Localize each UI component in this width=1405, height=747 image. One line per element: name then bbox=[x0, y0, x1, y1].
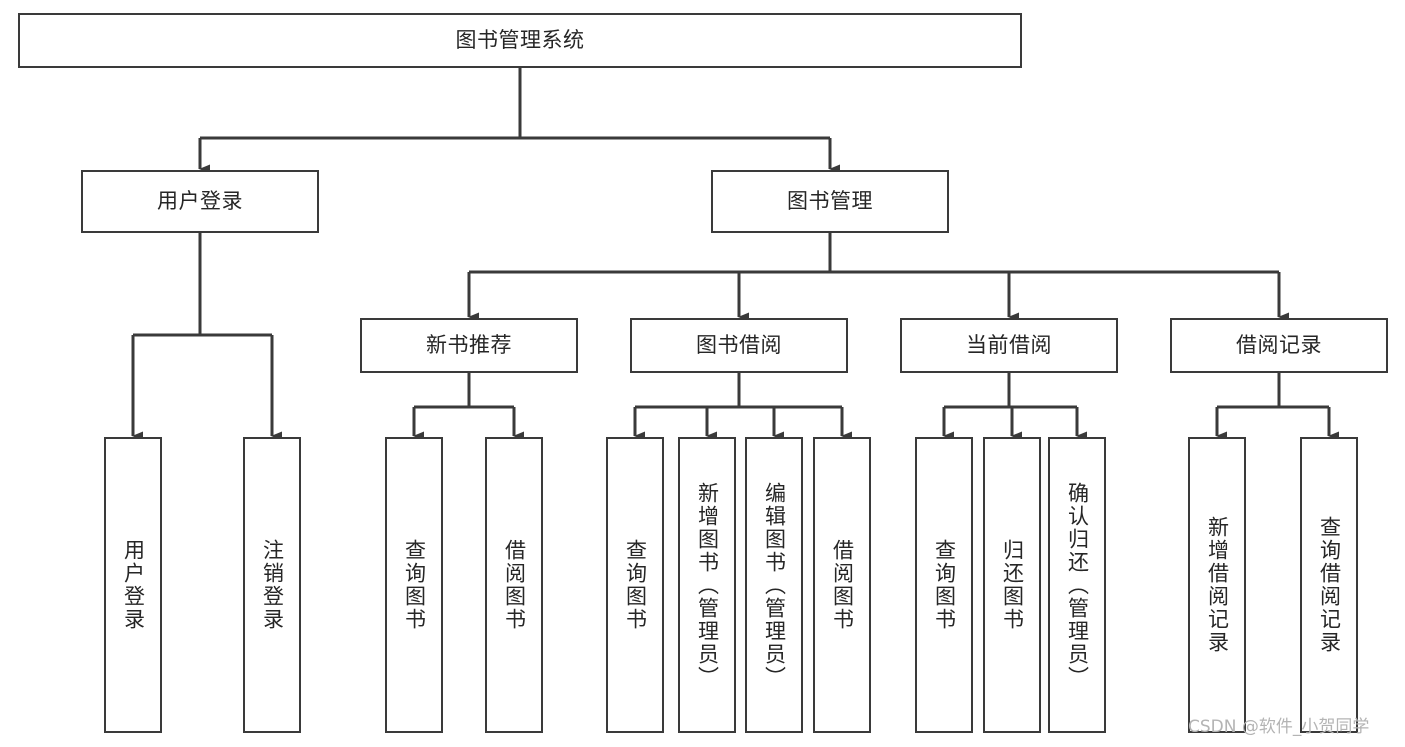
node-label: 用户登录 bbox=[121, 539, 146, 631]
node-leaf-user-login[interactable]: 用户登录 bbox=[104, 437, 162, 733]
node-label: 注销登录 bbox=[260, 539, 285, 631]
node-leaf-edit-book[interactable]: 编辑图书（管理员） bbox=[745, 437, 803, 733]
node-label: 归还图书 bbox=[1000, 539, 1025, 631]
node-label: 图书管理 bbox=[787, 189, 873, 214]
node-label: 新书推荐 bbox=[426, 333, 512, 358]
node-book-manage[interactable]: 图书管理 bbox=[711, 170, 949, 233]
node-label: 借阅记录 bbox=[1236, 333, 1322, 358]
node-leaf-add-record[interactable]: 新增借阅记录 bbox=[1188, 437, 1246, 733]
node-label: 用户登录 bbox=[157, 189, 243, 214]
node-label: 查询图书 bbox=[932, 539, 957, 631]
node-label: 查询图书 bbox=[402, 539, 427, 631]
node-label: 查询图书 bbox=[623, 539, 648, 631]
node-user-login[interactable]: 用户登录 bbox=[81, 170, 319, 233]
node-leaf-confirm-return[interactable]: 确认归还（管理员） bbox=[1048, 437, 1106, 733]
node-label: 新增图书（管理员） bbox=[695, 481, 720, 689]
node-label: 借阅图书 bbox=[502, 539, 527, 631]
node-label: 借阅图书 bbox=[830, 539, 855, 631]
node-leaf-borrow-book-2[interactable]: 借阅图书 bbox=[813, 437, 871, 733]
node-label: 新增借阅记录 bbox=[1205, 516, 1230, 654]
node-label: 当前借阅 bbox=[966, 333, 1052, 358]
node-leaf-return-book[interactable]: 归还图书 bbox=[983, 437, 1041, 733]
node-label: 确认归还（管理员） bbox=[1065, 481, 1090, 689]
node-root[interactable]: 图书管理系统 bbox=[18, 13, 1022, 68]
node-leaf-query-book-2[interactable]: 查询图书 bbox=[606, 437, 664, 733]
node-leaf-borrow-book-1[interactable]: 借阅图书 bbox=[485, 437, 543, 733]
node-leaf-add-book[interactable]: 新增图书（管理员） bbox=[678, 437, 736, 733]
node-current-borrow[interactable]: 当前借阅 bbox=[900, 318, 1118, 373]
node-leaf-query-book-1[interactable]: 查询图书 bbox=[385, 437, 443, 733]
node-leaf-query-record[interactable]: 查询借阅记录 bbox=[1300, 437, 1358, 733]
node-new-book-recommend[interactable]: 新书推荐 bbox=[360, 318, 578, 373]
node-borrow-record[interactable]: 借阅记录 bbox=[1170, 318, 1388, 373]
node-label: 查询借阅记录 bbox=[1317, 516, 1342, 654]
node-leaf-query-book-3[interactable]: 查询图书 bbox=[915, 437, 973, 733]
watermark-text: CSDN @软件_小贺同学 bbox=[1188, 717, 1370, 737]
node-label: 编辑图书（管理员） bbox=[762, 481, 787, 689]
node-label: 图书借阅 bbox=[696, 333, 782, 358]
node-leaf-logout[interactable]: 注销登录 bbox=[243, 437, 301, 733]
node-book-borrow[interactable]: 图书借阅 bbox=[630, 318, 848, 373]
node-label: 图书管理系统 bbox=[455, 28, 585, 53]
